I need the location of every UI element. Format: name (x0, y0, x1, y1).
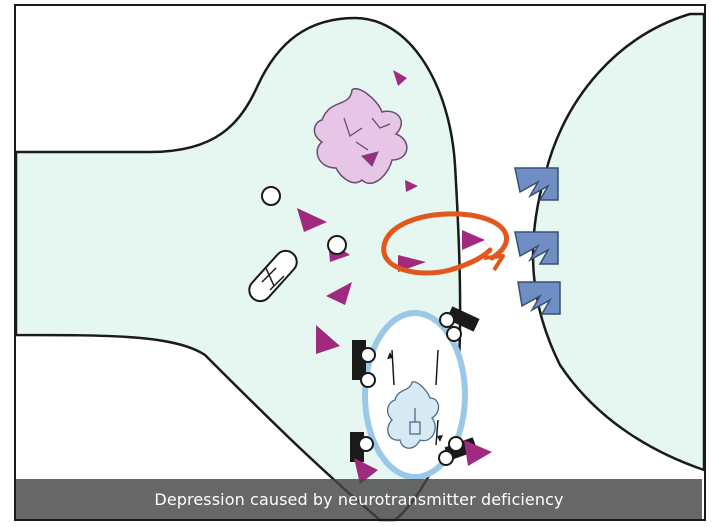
receptor-icon (515, 168, 558, 200)
caption-bar: Depression caused by neurotransmitter de… (16, 479, 702, 519)
caption-text: Depression caused by neurotransmitter de… (154, 490, 563, 509)
vesicle-icon (328, 236, 346, 254)
vesicle-icon (262, 187, 280, 205)
neurotransmitter-icon (462, 230, 485, 250)
